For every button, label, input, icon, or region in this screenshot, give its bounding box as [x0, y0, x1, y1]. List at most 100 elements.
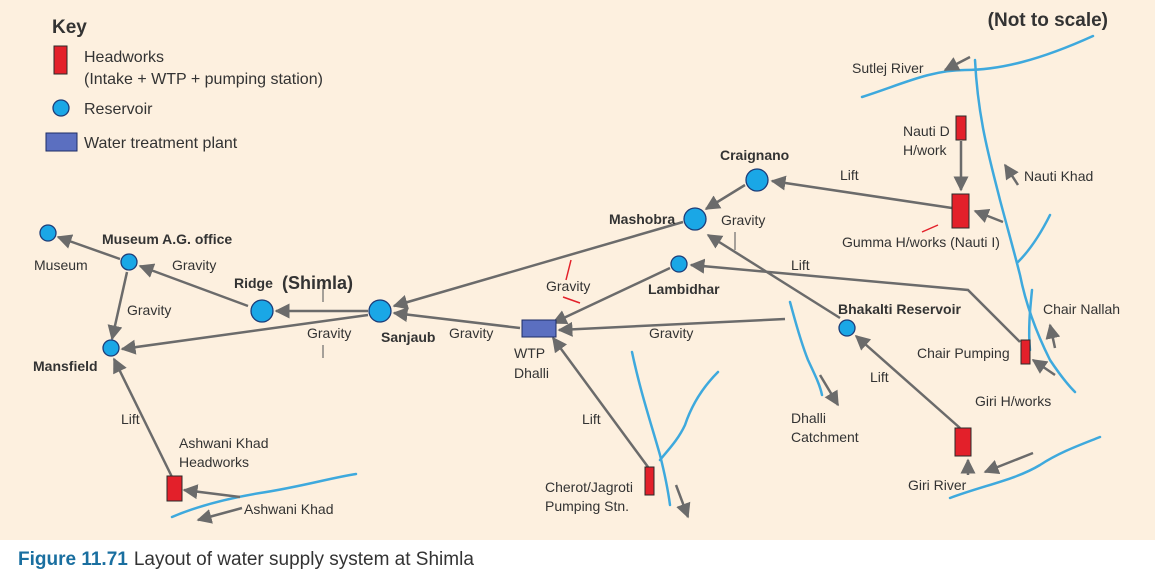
label-sanjaub: Sanjaub	[381, 329, 435, 345]
pipe-lambidhar-wtp	[551, 266, 671, 325]
label-gravity-ridge-sanjaub: Gravity	[307, 325, 351, 341]
legend-reservoir-symbol	[52, 99, 70, 117]
label-ashwani-hw-2: Headworks	[179, 454, 249, 470]
flow-arrow-chair-to-pumping	[1031, 358, 1056, 377]
reservoir-museum-ag	[120, 253, 138, 271]
flow-arrow-sutlej	[943, 55, 971, 72]
label-lift-cherot: Lift	[582, 411, 601, 427]
label-giri-river: Giri River	[908, 477, 967, 493]
red-tick	[565, 259, 572, 281]
label-giri-hw: Giri H/works	[975, 393, 1051, 409]
pipe-ashwani-mansfield	[112, 357, 174, 478]
reservoir-craignano	[745, 168, 769, 192]
label-museum: Museum	[34, 257, 88, 273]
flow-arrow-chair-nallah	[1045, 323, 1061, 349]
flow-arrow-ashwani-to-hw	[182, 484, 241, 500]
label-wtp-dhalli: Dhalli	[514, 365, 549, 381]
label-dhalli-catchment: Dhalli	[791, 410, 826, 426]
label-ridge-shimla: (Shimla)	[282, 273, 353, 293]
pipe-ridge-museum-ag	[138, 263, 249, 308]
giri-river-line	[948, 435, 1102, 500]
figure-caption-text: Layout of water supply system at Shimla	[133, 549, 474, 570]
flow-arrow-ashwani-khad	[196, 506, 243, 524]
label-nauti-d-hwork: H/work	[903, 142, 948, 158]
legend-wtp-label: Water treatment plant	[84, 135, 238, 152]
reservoir-bhakalti	[838, 319, 856, 337]
legend-title: Key	[52, 17, 87, 38]
pipe-sanjaub-mansfield	[120, 313, 369, 355]
label-ridge: Ridge	[234, 275, 273, 291]
legend-headworks-symbol	[53, 45, 68, 75]
legend-reservoir-label: Reservoir	[84, 101, 153, 118]
label-wtp: WTP	[514, 345, 545, 361]
label-cherot: Cherot/Jagroti	[545, 479, 633, 495]
pipe-wtp-sanjaub	[392, 307, 521, 330]
label-nauti-khad: Nauti Khad	[1024, 168, 1093, 184]
headworks-gumma	[951, 193, 970, 229]
pipe-craignano-mashobra	[704, 183, 746, 211]
label-dhalli-catchment-2: Catchment	[791, 429, 859, 445]
label-lift-lambidhar: Lift	[791, 257, 810, 273]
flow-arrow-giri-river	[983, 451, 1034, 475]
pipe-chair-lambidhar	[689, 258, 1021, 343]
label-gravity-museumag: Gravity	[172, 257, 216, 273]
label-chair-nallah: Chair Nallah	[1043, 301, 1120, 317]
label-gumma: Gumma H/works (Nauti I)	[842, 234, 1000, 250]
headworks-giri	[954, 427, 972, 457]
label-bhakalti: Bhakalti Reservoir	[838, 301, 961, 317]
label-gravity-catchment: Gravity	[649, 325, 693, 341]
red-tick	[562, 296, 581, 304]
label-sutlej-river: Sutlej River	[852, 60, 924, 76]
pipe-cherot-wtp	[551, 336, 650, 468]
pipe-museumag-museum	[56, 234, 121, 261]
label-lift-ashwani: Lift	[121, 411, 140, 427]
label-mashobra: Mashobra	[609, 211, 675, 227]
headworks-chair-pumping	[1020, 339, 1031, 365]
pipe-gumma-craignano	[770, 175, 953, 210]
nauti-khad-tributary	[1016, 213, 1052, 264]
reservoir-sanjaub	[368, 299, 392, 323]
scale-note: (Not to scale)	[988, 10, 1108, 31]
figure-number: Figure 11.71	[18, 549, 128, 570]
water-supply-diagram: Key Headworks (Intake + WTP + pumping st…	[33, 10, 1120, 524]
flow-arrow-nauti-khad	[1003, 163, 1020, 186]
label-lift-craignano: Lift	[840, 167, 859, 183]
label-gravity-wtp-sanjaub: Gravity	[449, 325, 493, 341]
label-mansfield: Mansfield	[33, 358, 98, 374]
pipe-giri-bhakalti	[854, 335, 961, 429]
legend-headworks-detail: (Intake + WTP + pumping station)	[84, 71, 323, 88]
flow-arrow-cherot	[674, 484, 691, 519]
label-museum-ag: Museum A.G. office	[102, 231, 232, 247]
pipe-museumag-mansfield	[107, 271, 129, 341]
red-tick	[921, 224, 939, 233]
reservoir-mansfield	[102, 339, 120, 357]
label-chair-pumping: Chair Pumping	[917, 345, 1010, 361]
reservoir-ridge	[250, 299, 274, 323]
ashwani-khad-stream	[170, 472, 358, 519]
label-lift-bhakalti: Lift	[870, 369, 889, 385]
figure-panel: Key Headworks (Intake + WTP + pumping st…	[0, 0, 1155, 540]
legend-wtp-symbol	[45, 132, 78, 152]
nauti-khad-stream	[973, 58, 1077, 394]
reservoir-museum	[39, 224, 57, 242]
pipe-bhakalti-mashobra	[706, 233, 841, 320]
pipe-catchment-wtp	[557, 317, 786, 337]
label-cherot-2: Pumping Stn.	[545, 498, 629, 514]
label-craignano: Craignano	[720, 147, 789, 163]
wtp-dhalli-symbol	[521, 319, 557, 338]
label-lambidhar: Lambidhar	[648, 281, 720, 297]
flow-arrow-dhalli	[818, 374, 840, 407]
headworks-nauti-d	[955, 115, 967, 141]
sutlej-river-line	[860, 34, 1095, 99]
legend-headworks-label: Headworks	[84, 49, 164, 66]
cherot-stream-right	[658, 370, 720, 462]
reservoir-lambidhar	[670, 255, 688, 273]
dhalli-catchment-stream	[788, 300, 824, 397]
flow-arrow-nauti-to-gumma	[973, 208, 1004, 224]
pipe-mashobra-sanjaub	[392, 220, 684, 310]
label-gravity-mashobra-sanjaub: Gravity	[546, 278, 590, 294]
label-gravity-mansfield: Gravity	[127, 302, 171, 318]
cherot-stream-left	[630, 350, 672, 507]
headworks-ashwani	[166, 475, 183, 502]
